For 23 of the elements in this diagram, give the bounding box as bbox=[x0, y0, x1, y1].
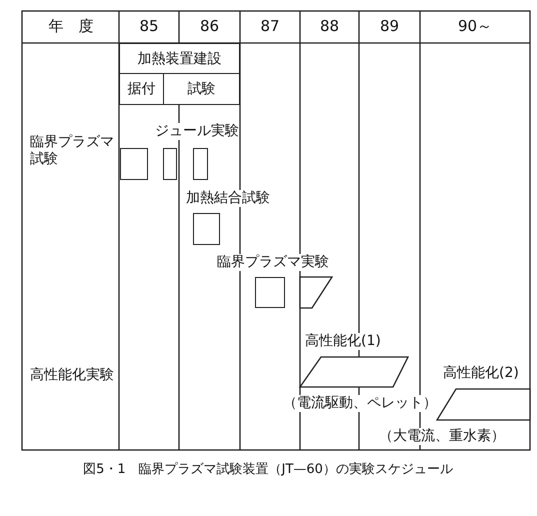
schedule-box bbox=[163, 73, 240, 105]
schedule-label: 加熱装置建設 bbox=[138, 50, 222, 68]
header-cell: 年 度 bbox=[48, 18, 94, 35]
row-label: 高性能化実験 bbox=[30, 367, 114, 384]
task-label: 臨界プラズマ実験 bbox=[217, 254, 329, 271]
task-label: 高性能化(2) bbox=[443, 365, 519, 382]
figure-caption: 図5・1 臨界プラズマ試験装置（JT—60）の実験スケジュール bbox=[83, 461, 453, 478]
task-label: 高性能化(1) bbox=[305, 333, 381, 350]
schedule-parallelogram bbox=[300, 357, 408, 387]
schedule-parallelogram bbox=[437, 389, 530, 420]
schedule-bar bbox=[193, 213, 220, 245]
row-label: 臨界プラズマ試験 bbox=[30, 134, 115, 168]
task-label: ジュール実験 bbox=[155, 123, 239, 140]
schedule-box bbox=[119, 73, 164, 105]
schedule-box bbox=[119, 43, 240, 74]
schedule-label: 据付 bbox=[128, 80, 156, 98]
schedule-bar bbox=[163, 148, 177, 180]
schedule-bar bbox=[193, 148, 208, 180]
schedule-bar bbox=[255, 277, 285, 308]
schedule-bar bbox=[120, 148, 148, 180]
schedule-parallelogram bbox=[300, 277, 332, 308]
schedule-label: 試験 bbox=[188, 80, 216, 98]
task-label: 加熱結合試験 bbox=[186, 190, 270, 207]
